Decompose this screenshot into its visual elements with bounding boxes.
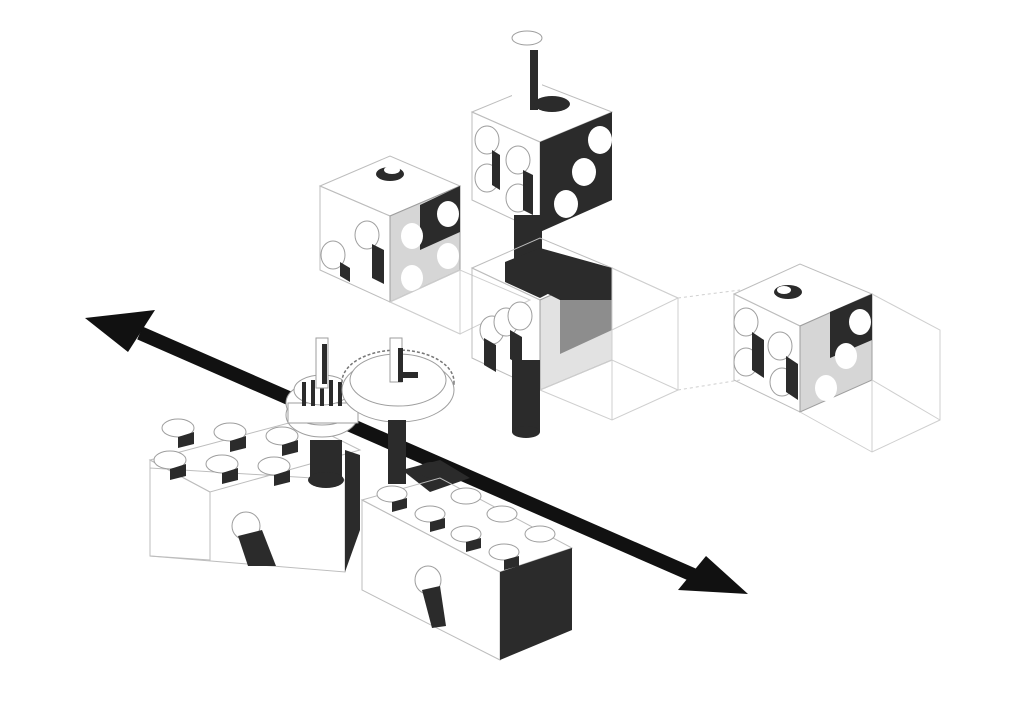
right-cube bbox=[732, 263, 941, 453]
top-axle-end bbox=[511, 30, 543, 46]
lower-axle-icon bbox=[512, 360, 540, 432]
top-cube bbox=[470, 30, 614, 275]
arrow-head-right bbox=[678, 556, 748, 594]
arrow-head-left bbox=[85, 310, 155, 352]
left-cube bbox=[318, 155, 532, 335]
top-axle-slot bbox=[530, 50, 538, 110]
double-arrow-icon bbox=[85, 310, 748, 594]
right-brick bbox=[360, 477, 574, 661]
dashed-guide bbox=[677, 289, 741, 299]
right-brick-end-face bbox=[500, 548, 572, 660]
center-cube bbox=[470, 237, 680, 438]
gear-assembly bbox=[285, 337, 470, 492]
left-brick bbox=[148, 418, 362, 573]
top-cube-hole bbox=[534, 96, 570, 112]
